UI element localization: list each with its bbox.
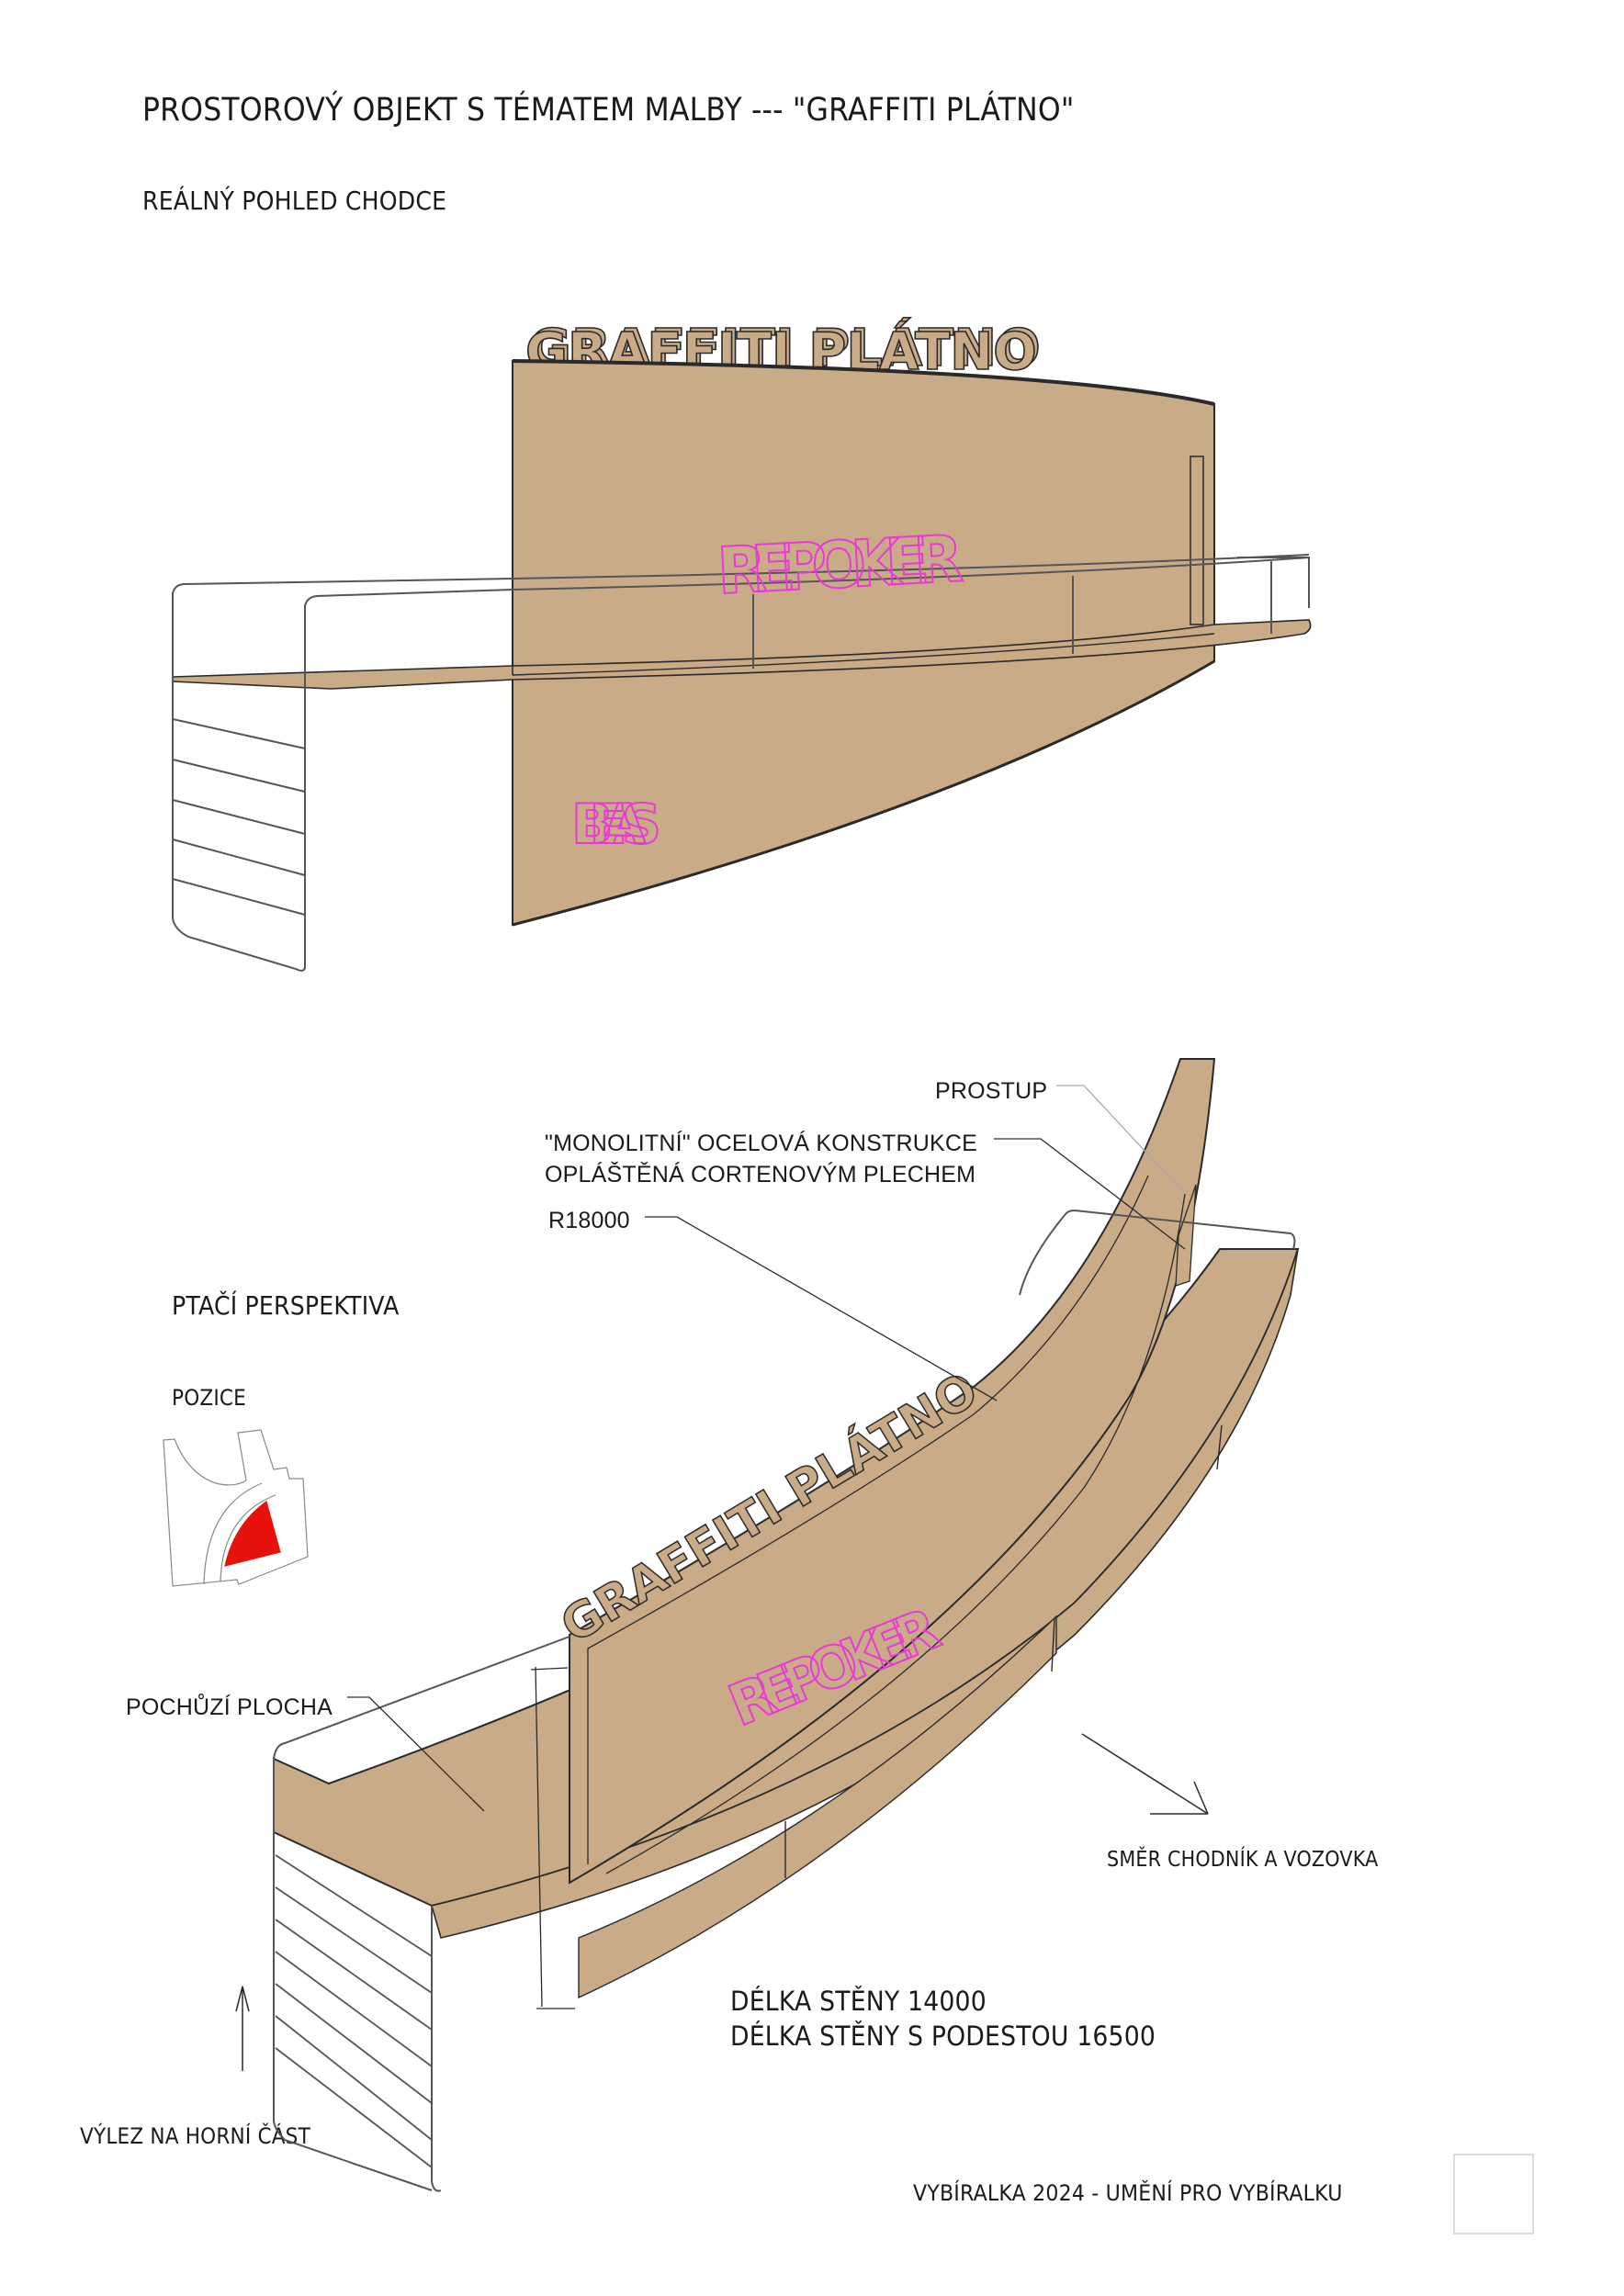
height-dimension (530, 1666, 575, 2009)
support-joint-2 (1051, 1617, 1055, 1672)
wall-length-with-platform: DÉLKA STĚNY S PODESTOU 16500 (730, 2020, 1156, 2052)
leader-prostup (1056, 1085, 1186, 1195)
stamp-box (1453, 2154, 1534, 2234)
railing-birds-eye (273, 1209, 1296, 2192)
leader-walking-surface (347, 1696, 485, 1812)
wall-inner-line (587, 1175, 1149, 1864)
platform-fascia (431, 1248, 1299, 1939)
graffiti-tag-small: BEAS (571, 793, 661, 857)
platform-support (578, 1615, 1057, 1999)
page-title: PROSTOROVÝ OBJEKT S TÉMATEM MALBY --- "G… (142, 92, 1075, 129)
leader-structure (994, 1138, 1186, 1250)
annotation-climb: VÝLEZ NA HORNÍ ČÁST (80, 2123, 310, 2149)
leader-radius (645, 1216, 998, 1401)
graffiti-tag-main: REPOKER (716, 521, 965, 609)
platform-inner-edge (512, 633, 1215, 676)
view-pedestrian-heading: REÁLNÝ POHLED CHODCE (142, 186, 447, 216)
ladder-rungs-birds-eye (275, 1854, 433, 2168)
wall-opening (1190, 456, 1204, 625)
position-label: POZICE (172, 1385, 247, 1411)
ladder-rungs-pedestrian (172, 718, 306, 916)
wall-top-edge (512, 359, 1215, 406)
walking-platform-pedestrian (172, 619, 1312, 690)
footer-credit: VYBÍRALKA 2024 - UMĚNÍ PRO VYBÍRALKU (913, 2180, 1343, 2206)
pedestrian-view: GRAFFITI PLÁTNO GRAFFITI PLÁTNO (172, 318, 1312, 972)
direction-arrow-icon (1081, 1733, 1209, 1815)
site-road-inner (220, 1494, 276, 1582)
site-outline (163, 1429, 309, 1587)
wall-bottom-edge (512, 659, 1215, 927)
climb-arrow-icon (235, 1986, 250, 2071)
wall-panel-birds-eye (569, 1058, 1216, 1885)
wall-opening-birds-eye (1175, 1184, 1197, 1287)
birds-eye-heading: PTAČÍ PERSPEKTIVA (172, 1290, 400, 1321)
support-joint-3 (1216, 1424, 1223, 1470)
wall-length: DÉLKA STĚNY 14000 (730, 1986, 987, 2017)
railing-pedestrian (172, 554, 1310, 972)
annotation-radius: R18000 (548, 1208, 630, 1233)
annotation-walking-surface: POCHŮZÍ PLOCHA (126, 1694, 333, 1720)
position-map (163, 1429, 309, 1587)
wall-face-line (605, 1193, 1186, 1874)
position-marker (224, 1501, 281, 1567)
birds-eye-view: GRAFFITI PLÁTNO REPOKER (235, 1058, 1300, 2192)
annotation-prostup: PROSTUP (935, 1078, 1048, 1104)
annotation-structure-line2: OPLÁŠTĚNÁ CORTENOVÝM PLECHEM (545, 1162, 976, 1187)
annotation-structure-line1: "MONOLITNÍ" OCELOVÁ KONSTRUKCE (545, 1131, 978, 1156)
annotation-direction: SMĚR CHODNÍK A VOZOVKA (1107, 1848, 1379, 1872)
site-road-outer (203, 1482, 263, 1585)
leader-lines (347, 1085, 1186, 1812)
